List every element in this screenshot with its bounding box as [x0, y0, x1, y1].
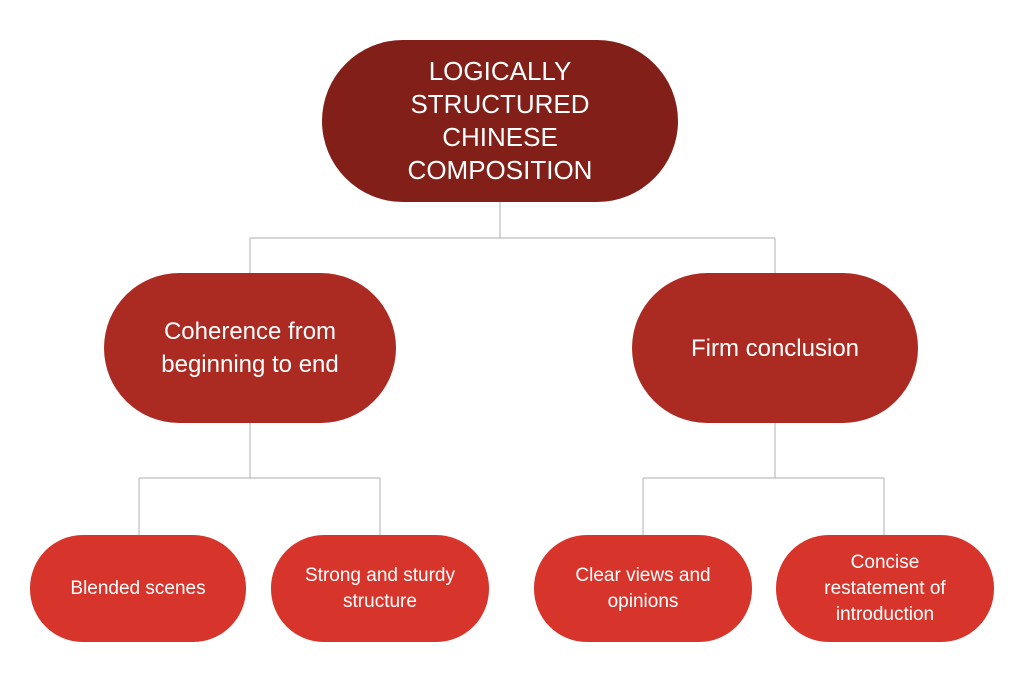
leaf-node-blended-scenes: Blended scenes — [30, 535, 246, 642]
root-node: LOGICALLY STRUCTURED CHINESE COMPOSITION — [322, 40, 678, 202]
branch-node-coherence: Coherence from beginning to end — [104, 273, 396, 423]
branch-node-coherence-label: Coherence from beginning to end — [161, 318, 339, 378]
leaf-node-label: Strong and sturdy structure — [305, 564, 455, 612]
leaf-node-strong-structure: Strong and sturdy structure — [271, 535, 489, 642]
branch-node-firm-conclusion: Firm conclusion — [632, 273, 918, 423]
root-node-label: LOGICALLY STRUCTURED CHINESE COMPOSITION — [407, 56, 593, 185]
leaf-node-label: Concise restatement of introduction — [824, 551, 946, 625]
leaf-node-concise-restatement: Concise restatement of introduction — [776, 535, 994, 642]
branch-node-firm-conclusion-label: Firm conclusion — [690, 334, 860, 362]
leaf-node-clear-views: Clear views and opinions — [534, 535, 752, 642]
leaf-node-label: Clear views and opinions — [575, 564, 711, 612]
leaf-node-label: Blended scenes — [70, 577, 206, 599]
